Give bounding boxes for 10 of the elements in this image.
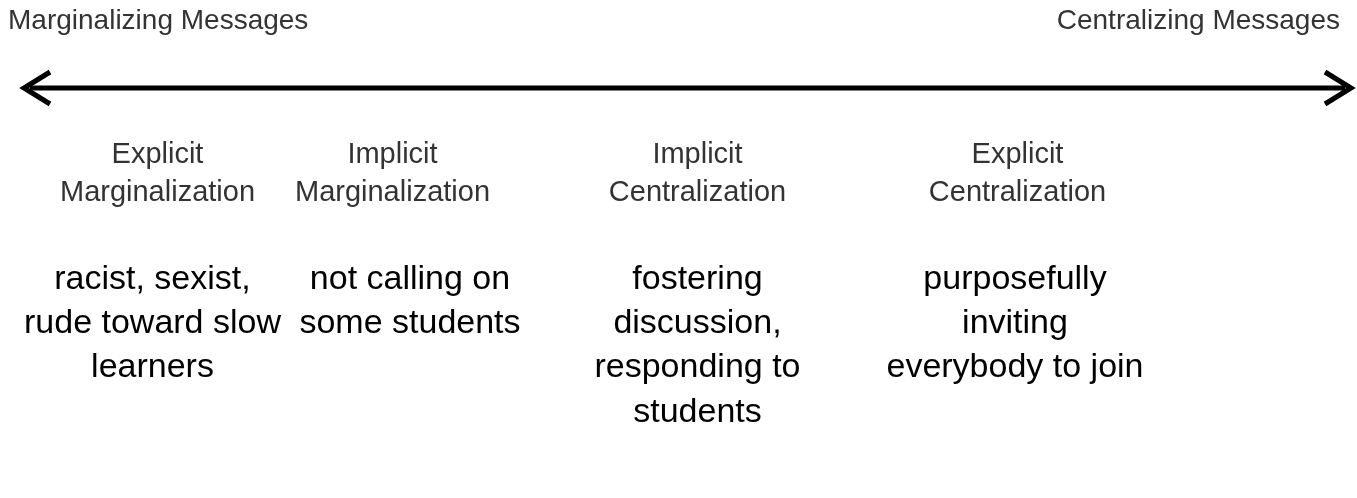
example-text: racist, sexist, rude toward slow learners — [23, 257, 282, 387]
category-heading: Implicit Marginalization — [293, 136, 491, 209]
category-heading: Explicit Marginalization — [58, 136, 256, 209]
example-text: not calling on some students — [298, 257, 522, 343]
example-text: fostering discussion, responding to students — [593, 257, 802, 431]
scale-end-label: Centralizing Messages — [1055, 3, 1340, 37]
scale-end-label: Marginalizing Messages — [8, 3, 310, 37]
example-text: purposefully inviting everybody to join — [885, 257, 1145, 387]
category-heading: Explicit Centralization — [927, 136, 1108, 209]
category-heading: Implicit Centralization — [607, 136, 788, 209]
